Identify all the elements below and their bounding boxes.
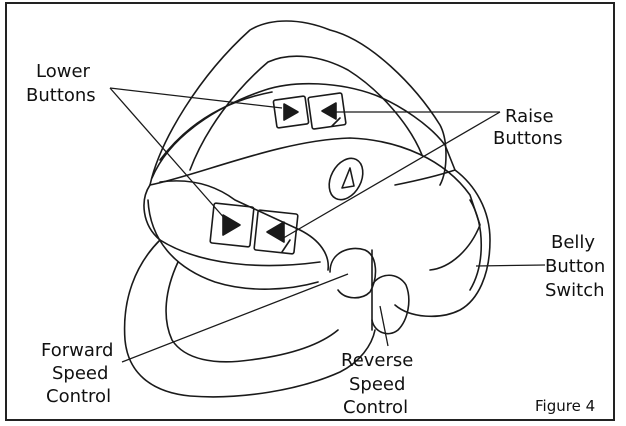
body-upper-rim (159, 91, 273, 161)
lower-raise-arrow (266, 221, 285, 243)
label-forward-speed-control: Forward Speed Control (41, 340, 119, 407)
body-right-edge (469, 199, 483, 291)
body-front-face (147, 199, 319, 290)
belly-button-switch (328, 157, 364, 201)
lower-lower-arrow (222, 214, 241, 236)
leader-forward (121, 273, 349, 363)
label-lower-buttons: Lower Buttons (26, 61, 96, 106)
upper-raise-tick (331, 117, 341, 127)
leader-raise-lower (279, 111, 501, 241)
figure-border (5, 2, 615, 421)
body-lower-panel (159, 180, 329, 271)
upper-lower-arrow (283, 103, 299, 121)
body-band (149, 137, 481, 271)
label-belly-button-switch: Belly Button Switch (545, 232, 611, 301)
leader-belly (475, 264, 546, 267)
leader-lower-lower (109, 87, 227, 221)
leader-lower-upper (109, 87, 283, 109)
leader-reverse (379, 305, 389, 347)
label-reverse-speed-control: Reverse Speed Control (341, 350, 419, 418)
leader-lines (109, 87, 546, 363)
body-band-lower (143, 184, 321, 267)
reverse-speed-control (371, 274, 410, 335)
figure-caption: Figure 4 (535, 397, 595, 415)
lower-handle-inner (165, 261, 339, 363)
lower-handle (123, 239, 376, 398)
upper-raise-button (307, 92, 347, 130)
label-raise-buttons: Raise Buttons (493, 106, 563, 149)
lower-lower-button (209, 202, 255, 248)
belly-button-inner (341, 167, 355, 189)
body-upper-panel (151, 82, 456, 186)
device-illustration (123, 20, 491, 398)
forward-speed-control (329, 247, 377, 299)
body-right-side (394, 169, 491, 318)
upper-raise-arrow (321, 102, 337, 120)
upper-lower-button (272, 95, 310, 129)
upper-handle-inner (189, 55, 423, 171)
lower-raise-button (253, 209, 299, 255)
lower-raise-tick (281, 239, 291, 253)
